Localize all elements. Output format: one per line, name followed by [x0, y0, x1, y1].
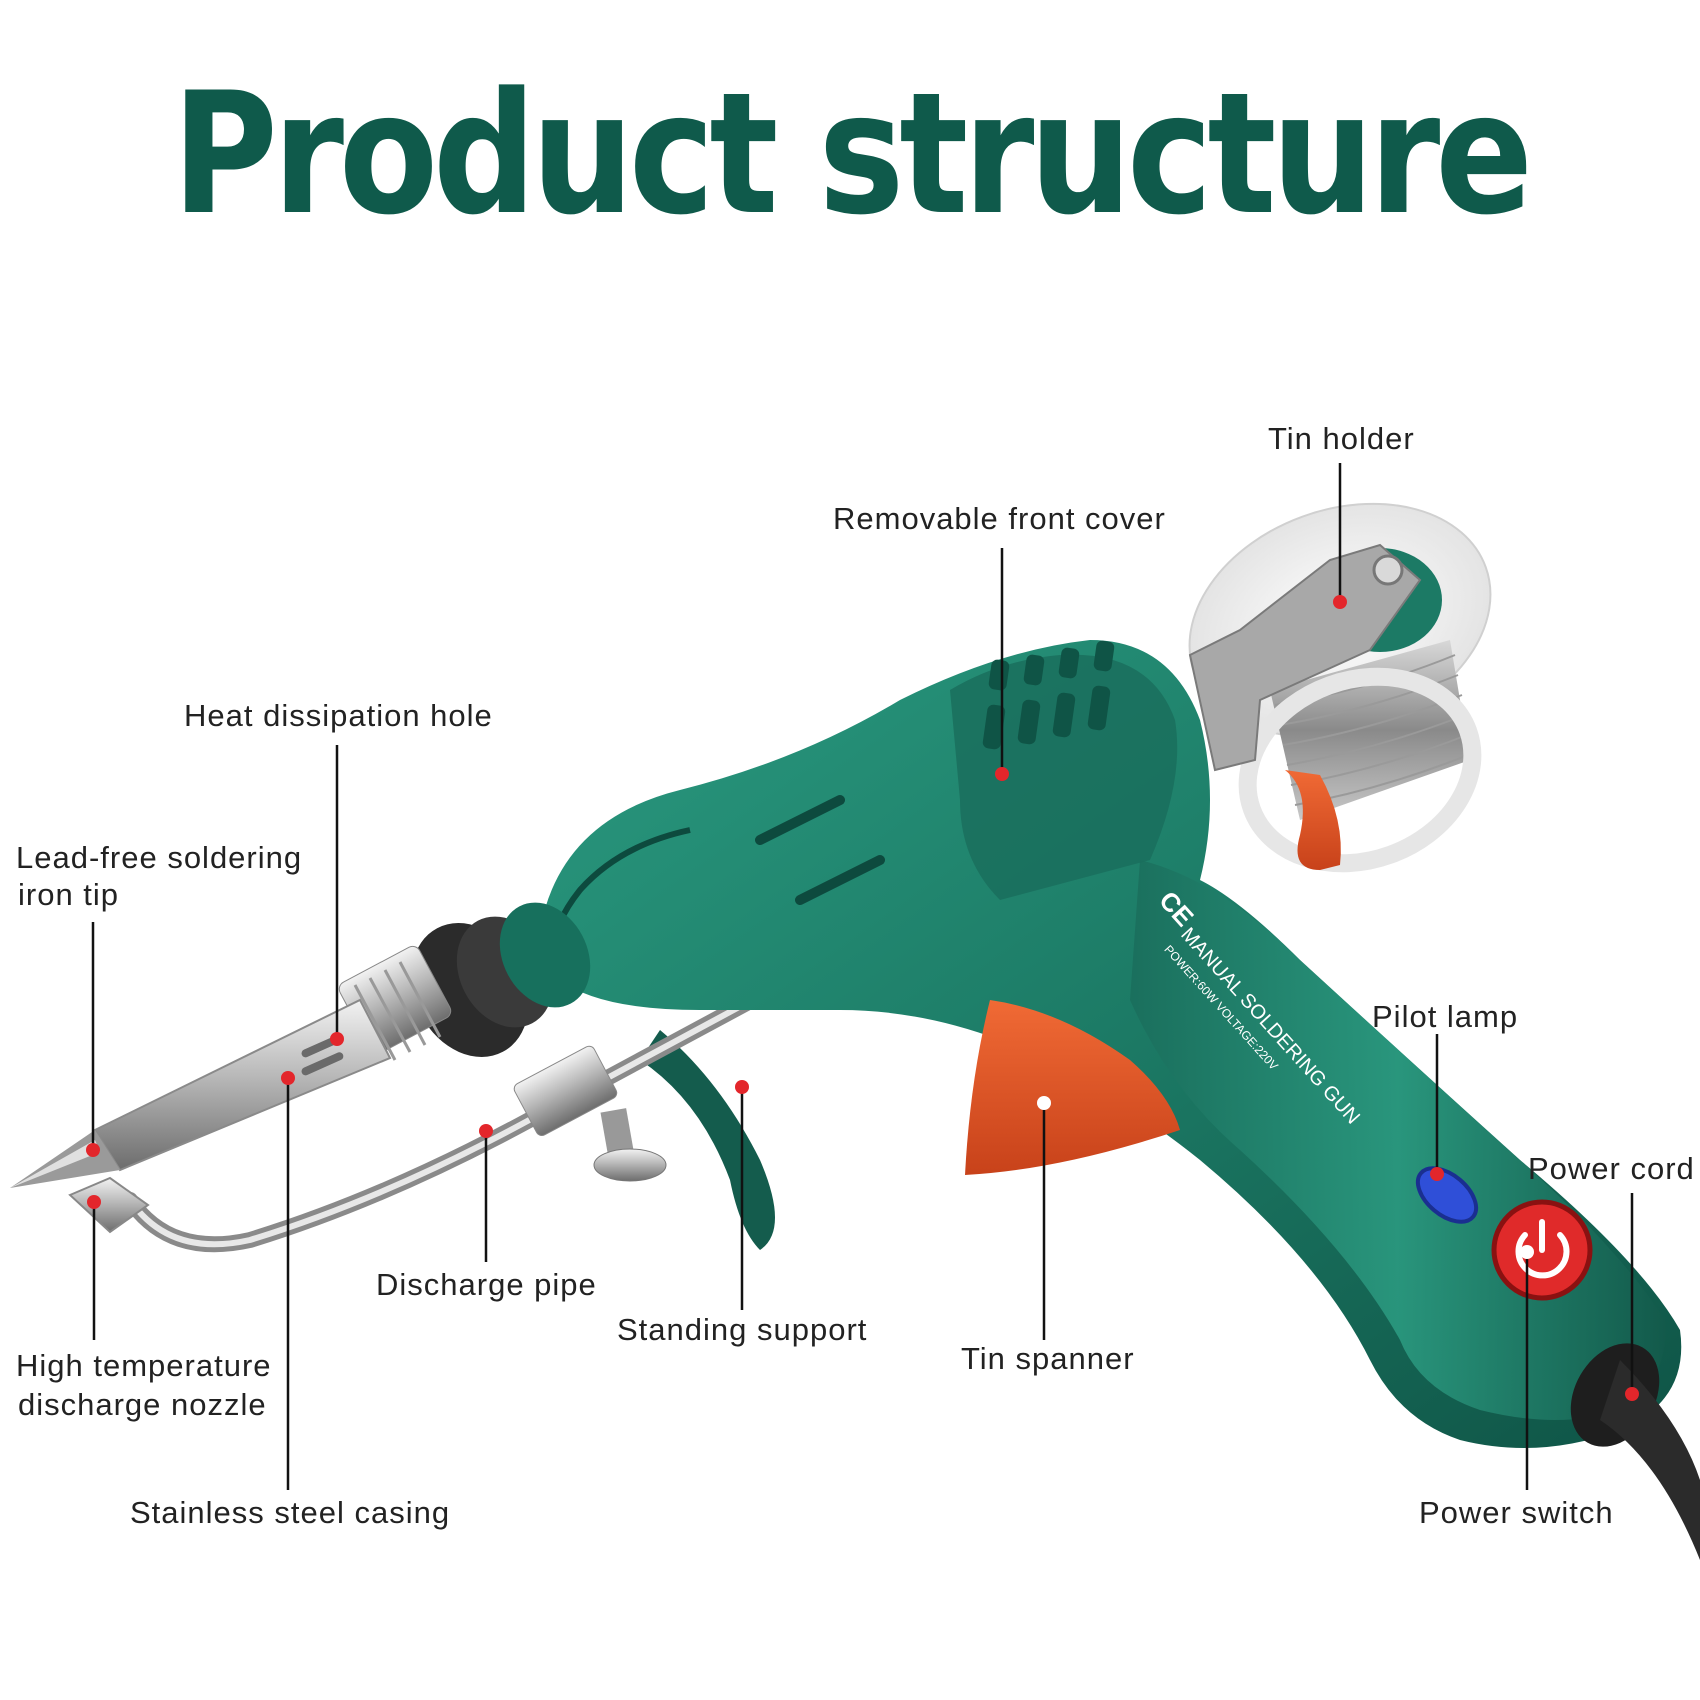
label-high-temp-nozzle-line2: discharge nozzle [18, 1387, 267, 1422]
label-standing-support: Standing support [617, 1312, 868, 1347]
label-tin-holder: Tin holder [1268, 421, 1415, 456]
marker-power-switch [1520, 1245, 1534, 1259]
marker-discharge-pipe [479, 1124, 493, 1138]
trigger-tin-spanner [965, 1000, 1180, 1175]
marker-standing-support [735, 1080, 749, 1094]
marker-nozzle [87, 1195, 101, 1209]
label-high-temp-nozzle-line1: High temperature [16, 1348, 272, 1383]
marker-dots [86, 595, 1639, 1401]
marker-iron-tip [86, 1143, 100, 1157]
tin-spool [1188, 502, 1492, 873]
marker-heat-hole [330, 1032, 344, 1046]
label-power-cord: Power cord [1528, 1151, 1695, 1186]
power-switch [1491, 1199, 1593, 1301]
label-stainless-steel-casing: Stainless steel casing [130, 1495, 451, 1530]
marker-steel-casing [281, 1071, 295, 1085]
marker-power-cord [1625, 1387, 1639, 1401]
label-heat-dissipation-hole: Heat dissipation hole [184, 698, 493, 733]
marker-front-cover [995, 767, 1009, 781]
pilot-lamp [1415, 1166, 1479, 1224]
power-cord [1570, 1343, 1700, 1560]
leader-lines [91, 463, 1634, 1490]
label-lead-free-tip-line2: iron tip [18, 877, 120, 912]
label-power-switch: Power switch [1419, 1495, 1614, 1530]
latch-orange [1285, 770, 1341, 870]
label-removable-front-cover: Removable front cover [833, 501, 1166, 536]
page-title: Product structure [172, 56, 1533, 252]
label-tin-spanner: Tin spanner [961, 1341, 1135, 1376]
label-lead-free-tip-line1: Lead-free soldering [16, 840, 303, 875]
marker-tin-spanner [1037, 1096, 1051, 1110]
marker-pilot-lamp [1430, 1167, 1444, 1181]
label-pilot-lamp: Pilot lamp [1372, 999, 1519, 1034]
label-discharge-pipe: Discharge pipe [376, 1267, 597, 1302]
soldering-barrel [10, 998, 392, 1188]
marker-tin-holder [1333, 595, 1347, 609]
discharge-pipe [68, 977, 788, 1253]
standing-support-leg [640, 1030, 775, 1250]
